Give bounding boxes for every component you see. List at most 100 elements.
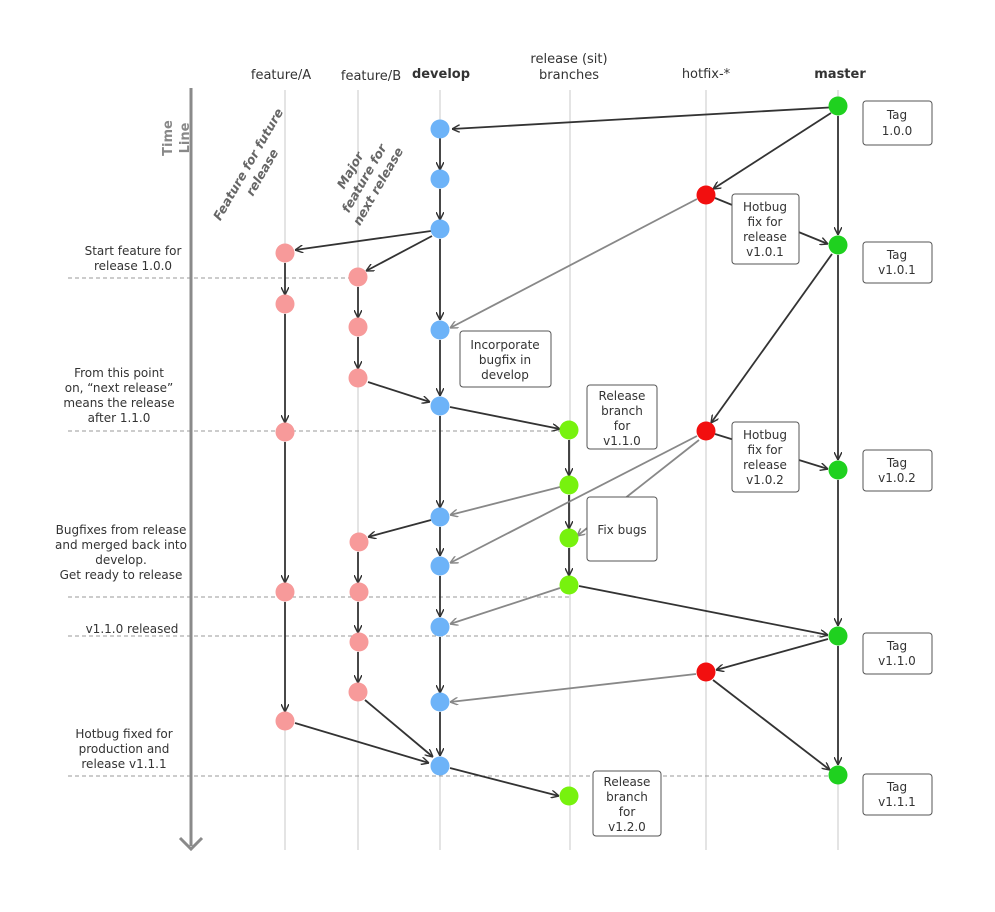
commit-feature-a[interactable]	[275, 294, 295, 314]
note-hotbug-line1: Hotbug fixed for	[75, 727, 172, 741]
note-bugfix-line4: Get ready to release	[60, 568, 183, 582]
commit-develop[interactable]	[430, 320, 450, 340]
commit-develop[interactable]	[430, 507, 450, 527]
incorporate-box-frame	[459, 330, 552, 388]
commit-feature-b[interactable]	[349, 532, 369, 552]
commit-hotfix[interactable]	[696, 662, 716, 682]
incorporate-box: Incorporate bugfix in develop	[459, 330, 552, 388]
commit-master[interactable]	[828, 460, 848, 480]
commit-release[interactable]	[559, 575, 579, 595]
release-branch-box-2-line2: branch	[606, 790, 648, 804]
note-released: v1.1.0 released	[86, 622, 179, 636]
commit-release[interactable]	[559, 475, 579, 495]
hotfix-box-1-line2: fix for	[748, 215, 783, 229]
commit-master[interactable]	[828, 765, 848, 785]
arrow-master-to-develop	[452, 106, 839, 129]
tag-box-101-line1: Tag	[886, 248, 907, 262]
commit-develop[interactable]	[430, 756, 450, 776]
timeline-arrowhead	[178, 836, 204, 852]
tag-box-110: Tag v1.1.0	[862, 632, 933, 675]
hotfix-box-1-line4: v1.0.1	[746, 245, 784, 259]
commit-develop[interactable]	[430, 119, 450, 139]
incorporate-box-line3: develop	[481, 368, 529, 382]
arrow-hotfix-3-to-develop	[450, 673, 697, 702]
feature-b-commits	[348, 267, 369, 702]
timeline-label: Time	[161, 120, 176, 156]
commit-feature-a[interactable]	[275, 582, 295, 602]
arrow-feature-a-to-develop	[294, 722, 429, 763]
feature-a-commits	[275, 243, 295, 731]
tag-box-111-line2: v1.1.1	[878, 795, 916, 809]
arrow-master-to-hotfix-1	[713, 112, 832, 189]
commit-master[interactable]	[828, 626, 848, 646]
tag-box-110-line2: v1.1.0	[878, 654, 916, 668]
hotfix-commits	[696, 185, 716, 682]
header-hotfix: hotfix-*	[682, 67, 731, 82]
commit-release[interactable]	[559, 786, 579, 806]
develop-commits	[430, 119, 450, 776]
arrow-master-to-hotfix-2	[711, 253, 833, 423]
tag-box-102-frame	[862, 449, 933, 492]
note-bugfix-line1: Bugfixes from release	[56, 523, 187, 537]
note-bugfix-line3: develop.	[95, 553, 147, 567]
timeline-label-wrap2: Line	[178, 122, 193, 153]
commit-develop[interactable]	[430, 617, 450, 637]
commit-feature-b[interactable]	[349, 582, 369, 602]
tag-box-101-frame	[862, 241, 933, 284]
incorporate-box-line1: Incorporate	[470, 338, 539, 352]
arrow-develop-to-feature-b-2	[368, 519, 432, 537]
timeline-label-line2: Line	[178, 122, 193, 153]
commit-develop[interactable]	[430, 556, 450, 576]
tag-box-100-line1: Tag	[886, 108, 907, 122]
commit-develop[interactable]	[430, 219, 450, 239]
commit-release[interactable]	[559, 420, 579, 440]
hotfix-box-2-line2: fix for	[748, 443, 783, 457]
release-branch-box-1-line1: Release	[599, 389, 646, 403]
commit-feature-b[interactable]	[348, 682, 368, 702]
commit-feature-a[interactable]	[275, 711, 295, 731]
release-branch-box-1-frame	[586, 384, 658, 450]
commit-develop[interactable]	[430, 396, 450, 416]
tag-box-102-line2: v1.0.2	[878, 471, 916, 485]
header-master: master	[814, 67, 866, 82]
incorporate-box-line2: bugfix in	[479, 353, 531, 367]
commit-feature-b[interactable]	[348, 368, 368, 388]
commit-feature-b[interactable]	[348, 267, 368, 287]
feature-b-description: Major feature for next release	[334, 141, 407, 228]
commit-hotfix[interactable]	[696, 185, 716, 205]
commit-master[interactable]	[828, 235, 848, 255]
commit-master[interactable]	[828, 96, 848, 116]
note-point-line4: after 1.1.0	[88, 411, 151, 425]
arrow-feature-b-to-develop	[367, 381, 430, 402]
release-branch-box-2: Release branch for v1.2.0	[592, 770, 662, 837]
hotfix-box-2-line4: v1.0.2	[746, 473, 784, 487]
hotfix-box-1-line3: release	[743, 230, 787, 244]
note-start-line1: Start feature for	[85, 244, 182, 258]
commit-feature-b[interactable]	[348, 317, 368, 337]
fix-bugs-box: Fix bugs	[586, 496, 658, 562]
arrow-hotfix-2-to-develop	[450, 435, 698, 564]
arrow-develop-to-feature-b	[366, 235, 433, 272]
commit-feature-a[interactable]	[275, 243, 295, 263]
hotfix-box-1-frame	[731, 193, 800, 265]
fix-bugs-box-label: Fix bugs	[597, 523, 646, 537]
arrow-hotfix-1-to-develop	[450, 198, 698, 329]
note-hotbug-line2: production and	[79, 742, 170, 756]
hotfix-box-2-line1: Hotbug	[743, 428, 787, 442]
tag-box-100-line2: 1.0.0	[882, 124, 913, 138]
note-hotbug-line3: release v1.1.1	[81, 757, 166, 771]
tag-box-101-line2: v1.0.1	[878, 263, 916, 277]
note-start-line2: release 1.0.0	[94, 259, 172, 273]
release-branch-box-1-line3: for	[614, 419, 631, 433]
master-commits	[828, 96, 848, 785]
header-feature-b: feature/B	[341, 69, 401, 84]
commit-feature-a[interactable]	[275, 422, 295, 442]
commit-develop[interactable]	[430, 692, 450, 712]
release-branch-box-2-line1: Release	[604, 775, 651, 789]
commit-feature-b[interactable]	[349, 632, 369, 652]
commit-develop[interactable]	[430, 169, 450, 189]
commit-hotfix[interactable]	[696, 421, 716, 441]
release-commits	[559, 420, 579, 806]
commit-release[interactable]	[559, 528, 579, 548]
arrow-master-to-hotfix-3	[716, 638, 829, 670]
